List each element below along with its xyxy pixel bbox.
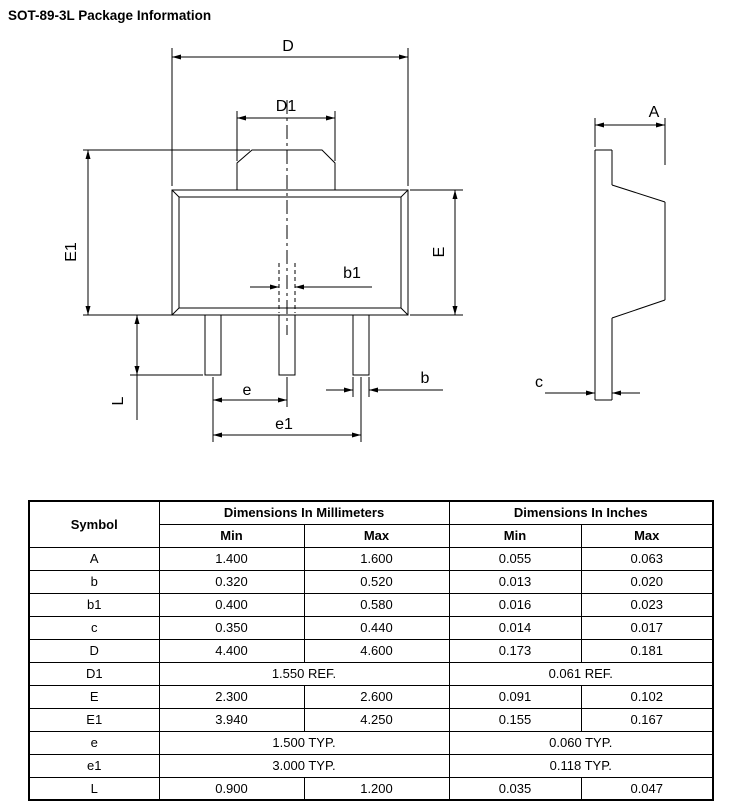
dim-label-b: b [421, 370, 430, 387]
header-mm-min: Min [158, 523, 305, 548]
dimension-labels: D D1 E1 E b1 b e e1 L A c [63, 38, 660, 433]
cell-in-min: 0.055 [448, 546, 582, 571]
cell-mm-min: 0.320 [158, 569, 305, 594]
table-row: e1 3.000 TYP. 0.118 TYP. [28, 753, 714, 778]
table-header-row: Symbol Dimensions In Millimeters Dimensi… [28, 500, 714, 548]
dim-label-e-pitch: e [243, 382, 252, 399]
table-row: D1 1.550 REF. 0.061 REF. [28, 661, 714, 686]
cell-symbol: A [28, 546, 160, 571]
cell-in-max: 0.181 [580, 638, 714, 663]
cell-in-max: 0.102 [580, 684, 714, 709]
table-row: b 0.320 0.520 0.013 0.020 [28, 569, 714, 594]
cell-in-min: 0.035 [448, 776, 582, 801]
table-row: c 0.350 0.440 0.014 0.017 [28, 615, 714, 640]
cell-mm-span: 3.000 TYP. [158, 753, 450, 778]
cell-symbol: D [28, 638, 160, 663]
cell-mm-min: 1.400 [158, 546, 305, 571]
cell-in-min: 0.016 [448, 592, 582, 617]
cell-mm-max: 2.600 [303, 684, 450, 709]
cell-in-max: 0.017 [580, 615, 714, 640]
table-row: D 4.400 4.600 0.173 0.181 [28, 638, 714, 663]
cell-mm-max: 4.600 [303, 638, 450, 663]
page-title: SOT-89-3L Package Information [8, 8, 212, 23]
dim-label-l: L [110, 396, 127, 405]
cell-mm-span: 1.500 TYP. [158, 730, 450, 755]
cell-in-min: 0.091 [448, 684, 582, 709]
cell-mm-min: 0.900 [158, 776, 305, 801]
cell-in-min: 0.173 [448, 638, 582, 663]
cell-mm-max: 0.440 [303, 615, 450, 640]
cell-mm-max: 4.250 [303, 707, 450, 732]
cell-symbol: E1 [28, 707, 160, 732]
cell-in-max: 0.167 [580, 707, 714, 732]
cell-in-span: 0.061 REF. [448, 661, 714, 686]
cell-mm-min: 2.300 [158, 684, 305, 709]
dim-label-c: c [535, 374, 543, 391]
table-row: e 1.500 TYP. 0.060 TYP. [28, 730, 714, 755]
cell-in-max: 0.047 [580, 776, 714, 801]
table-row: L 0.900 1.200 0.035 0.047 [28, 776, 714, 801]
cell-symbol: E [28, 684, 160, 709]
header-in-max: Max [580, 523, 714, 548]
package-outline-drawing: D D1 E1 E b1 b e e1 L A c [63, 38, 666, 442]
dim-label-a: A [649, 104, 660, 121]
side-view [545, 118, 666, 401]
header-symbol: Symbol [28, 500, 160, 548]
cell-in-min: 0.013 [448, 569, 582, 594]
cell-in-max: 0.023 [580, 592, 714, 617]
cell-mm-max: 0.580 [303, 592, 450, 617]
cell-mm-max: 1.600 [303, 546, 450, 571]
cell-symbol: D1 [28, 661, 160, 686]
dim-label-e1-pitch: e1 [275, 416, 293, 433]
cell-symbol: e1 [28, 753, 160, 778]
table-row: E 2.300 2.600 0.091 0.102 [28, 684, 714, 709]
cell-mm-max: 0.520 [303, 569, 450, 594]
cell-symbol: b1 [28, 592, 160, 617]
cell-in-min: 0.014 [448, 615, 582, 640]
table-row: b1 0.400 0.580 0.016 0.023 [28, 592, 714, 617]
cell-mm-min: 0.400 [158, 592, 305, 617]
cell-symbol: b [28, 569, 160, 594]
table-row: A 1.400 1.600 0.055 0.063 [28, 546, 714, 571]
cell-symbol: e [28, 730, 160, 755]
table-subheader-row: Min Max Min Max [29, 523, 714, 548]
dimension-arrowheads [85, 54, 665, 438]
cell-mm-min: 4.400 [158, 638, 305, 663]
cell-in-span: 0.060 TYP. [448, 730, 714, 755]
cell-mm-min: 0.350 [158, 615, 305, 640]
dim-label-e-body: E [431, 247, 448, 258]
header-mm: Dimensions In Millimeters [158, 500, 450, 525]
cell-in-span: 0.118 TYP. [448, 753, 714, 778]
dim-label-b1: b1 [343, 265, 361, 282]
cell-symbol: L [28, 776, 160, 801]
cell-in-max: 0.063 [580, 546, 714, 571]
cell-in-max: 0.020 [580, 569, 714, 594]
dim-label-d: D [282, 38, 294, 55]
dimensions-table: Symbol Dimensions In Millimeters Dimensi… [28, 500, 714, 801]
cell-mm-max: 1.200 [303, 776, 450, 801]
header-inch: Dimensions In Inches [448, 500, 714, 525]
table-row: E1 3.940 4.250 0.155 0.167 [28, 707, 714, 732]
header-mm-max: Max [303, 523, 450, 548]
cell-mm-span: 1.550 REF. [158, 661, 450, 686]
dim-label-e1-body: E1 [63, 242, 80, 262]
cell-mm-min: 3.940 [158, 707, 305, 732]
cell-in-min: 0.155 [448, 707, 582, 732]
front-view [83, 48, 463, 442]
dim-label-d1: D1 [276, 98, 297, 115]
cell-symbol: c [28, 615, 160, 640]
header-in-min: Min [448, 523, 582, 548]
